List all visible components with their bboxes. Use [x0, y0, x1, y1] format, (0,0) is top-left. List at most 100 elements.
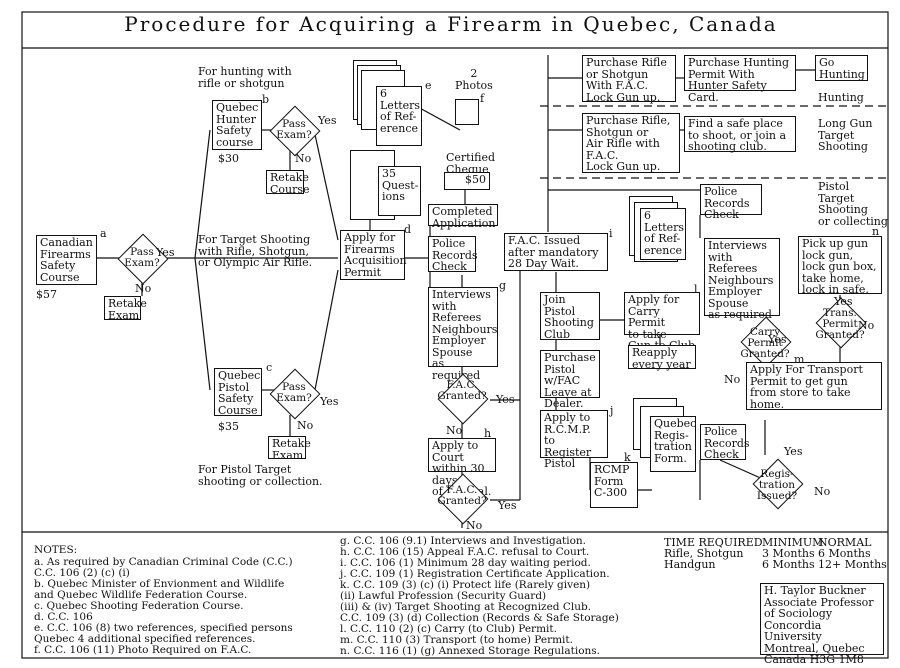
note-item: C.C. 109 (3) (d) Collection (Records & S… [340, 612, 619, 624]
note-item: c. Quebec Shooting Federation Course. [34, 600, 244, 612]
tag-f: f [480, 92, 485, 105]
notes-right: g. C.C. 106 (9.1) Interviews and Investi… [340, 536, 670, 657]
fac-granted2-label: F.A.C. Granted? [437, 484, 487, 507]
start-cost: $57 [36, 288, 57, 301]
carry-permit-box: Apply for Carry Permit to take Gun to Cl… [624, 292, 700, 351]
reg-yes: Yes [784, 445, 803, 458]
apply-rcmp-box: Apply to R.C.M.P. to Register Pistol [540, 410, 608, 469]
hunter-no: No [295, 152, 312, 165]
pass-exam-label: Pass Exam? [124, 246, 160, 269]
note-item: k. C.C. 109 (3) (c) (i) Protect life (Ra… [340, 579, 591, 591]
tag-d: d [404, 223, 412, 236]
fac2-yes: Yes [498, 499, 517, 512]
hunter-safety-course-box: Quebec Hunter Safety course [212, 100, 262, 150]
go-hunting-box: Go Hunting [815, 55, 868, 81]
registration-form-box: Quebec Regis- tration Form. [650, 416, 696, 472]
letters2-box: 6 Letters of Ref- erence [640, 208, 686, 260]
photos-label: 2 Photos [455, 67, 493, 92]
note-item: (iii) & (iv) Target Shooting at Recogniz… [340, 601, 592, 613]
purchase-pistol-box: Purchase Pistol w/FAC Leave at Dealer. [540, 350, 600, 409]
trans-yes: Yes [834, 295, 853, 308]
pistol-cost: $35 [218, 420, 239, 433]
note-item: b. Quebec Minister of Envionment and Wil… [34, 578, 285, 601]
retake-course-box: Retake Course [266, 170, 310, 195]
tag-e: e [425, 79, 432, 92]
note-item: m. C.C. 110 (3) Transport (to home) Perm… [340, 634, 573, 646]
tag-l: l [694, 283, 698, 296]
firearms-safety-course-box: Canadian Firearms Safety Course [36, 235, 97, 285]
cheque-box: $50 [444, 172, 490, 190]
target-branch-label: For Target Shooting with Rifle, Shotgun,… [198, 233, 313, 269]
note-item: f. C.C. 106 (11) Photo Required on F.A.C… [34, 644, 252, 656]
pistol-branch-label: For Pistol Target shooting or collection… [198, 463, 323, 488]
notes-heading: NOTES: [34, 544, 78, 556]
note-item: n. C.C. 116 (1) (g) Annexed Storage Regu… [340, 645, 601, 657]
hunter-exam-label: Pass Exam? [276, 118, 312, 141]
letters-of-reference-box: 6 Letters of Ref- erence [376, 86, 422, 146]
note-item: j. C.C. 109 (1) Registration Certificate… [340, 568, 610, 580]
fac-granted-label: F.A.C. Granted? [437, 379, 487, 402]
police-check2-box: Police Records Check [700, 184, 762, 220]
start-no: No [135, 282, 152, 295]
reg-issued-label: Regis- tration Issued? [756, 468, 798, 502]
time-handgun: Handgun [664, 558, 716, 571]
note-item: d. C.C. 106 [34, 611, 93, 623]
author-box: H. Taylor Buckner Associate Professor of… [760, 583, 884, 665]
rcmp-form-box: RCMP Form C-300 [590, 462, 638, 508]
fac2-no: No [466, 519, 483, 532]
tag-h: h [484, 427, 492, 440]
apply-fap-box: Apply for Firearms Acquisition Permit [340, 230, 407, 280]
fac-no: No [446, 424, 463, 437]
interviews-box: Interviews with Referees Neighbours Empl… [428, 287, 498, 381]
tag-a: a [100, 227, 107, 240]
interviews2-box: Interviews with Referees Neighbours Empl… [704, 238, 780, 320]
photo-icon [455, 99, 479, 125]
hand-min: 6 Months [762, 558, 815, 571]
tag-c: c [266, 361, 273, 374]
pistol-row-label: Pistol Target Shooting or collecting [818, 180, 888, 228]
fac-issued-box: F.A.C. Issued after mandatory 28 Day Wai… [504, 233, 608, 271]
page-title: Procedure for Acquiring a Firearm in Que… [124, 12, 778, 36]
hunting-permit-box: Purchase Hunting Permit With Hunter Safe… [684, 55, 796, 103]
join-club-box: Join Pistol Shooting Club [540, 292, 600, 340]
police-check3-box: Police Records Check [700, 424, 750, 460]
purchase-longgun-box: Purchase Rifle, Shotgun or Air Rifle wit… [582, 113, 680, 173]
pistol-yes: Yes [320, 395, 339, 408]
cheque-label: Certified Cheque [446, 151, 496, 176]
rifle-min: 3 Months [762, 547, 815, 560]
tag-m: m [794, 353, 805, 366]
note-item: a. As required by Canadian Criminal Code… [34, 556, 293, 579]
completed-application-box: Completed Application [428, 204, 498, 229]
questions-box: 35 Quest- ions [378, 166, 421, 216]
note-item: e. C.C. 106 (8) two references, specifie… [34, 622, 293, 645]
time-normal-heading: NORMAL [818, 536, 872, 549]
carry-no: No [724, 373, 741, 386]
hand-normal: 12+ Months [818, 558, 887, 571]
police-check-box: Police Records Check [428, 236, 478, 272]
tag-k: k [624, 451, 631, 464]
pistol-no: No [297, 419, 314, 432]
note-item: l. C.C. 110 (2) (c) Carry (to Club) Perm… [340, 623, 557, 635]
hunter-cost: $30 [218, 152, 239, 165]
hunting-branch-label: For hunting with rifle or shotgun [198, 65, 292, 90]
hunter-yes: Yes [318, 114, 337, 127]
start-yes: Yes [156, 246, 175, 259]
reg-no: No [814, 485, 831, 498]
tag-g: g [499, 279, 507, 292]
pistol-exam-label: Pass Exam? [276, 381, 312, 404]
notes-left: a. As required by Canadian Criminal Code… [34, 557, 344, 656]
reapply-box: Reapply every year [628, 345, 696, 370]
purchase-rifle-box: Purchase Rifle or Shotgun With F.A.C. Lo… [582, 55, 676, 103]
tag-j: j [610, 404, 614, 417]
pistol-retake-box: Retake Exam [268, 436, 311, 461]
carry-yes: Yes [768, 333, 787, 346]
trans-no: No [858, 319, 875, 332]
note-item: h. C.C. 106 (15) Appeal F.A.C. refusal t… [340, 546, 590, 558]
time-min-heading: MINIMUM [762, 536, 824, 549]
note-item: g. C.C. 106 (9.1) Interviews and Investi… [340, 535, 587, 547]
transport-permit-box: Apply For Transport Permit to get gun fr… [746, 362, 882, 410]
pistol-safety-course-box: Quebec Pistol Safety Course [214, 368, 262, 416]
time-heading: TIME REQUIRED [664, 536, 763, 549]
